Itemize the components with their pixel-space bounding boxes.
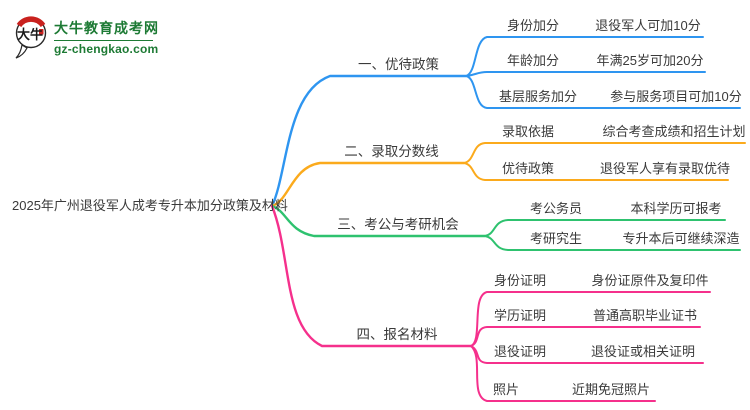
- subnode-label: 身份加分: [506, 18, 559, 33]
- subnode-label: 优待政策: [501, 161, 554, 176]
- subnode-value: 本科学历可报考: [630, 201, 722, 216]
- branch-3-lines: [270, 204, 741, 251]
- site-logo: 大牛 大牛教育成考网 gz-chengkao.com: [12, 13, 172, 63]
- subnode-label: 照片: [492, 382, 519, 397]
- logo-badge-icon: 大牛: [15, 16, 47, 59]
- branch-3-label: 三、考公与考研机会: [337, 217, 459, 232]
- site-name: 大牛教育成考网: [54, 20, 159, 36]
- logo-badge-text: 大牛: [17, 27, 43, 42]
- site-url: gz-chengkao.com: [54, 42, 159, 56]
- subnode-label: 基层服务加分: [498, 89, 577, 104]
- subnode-label: 考公务员: [529, 201, 582, 216]
- branch-1-lines: [270, 36, 741, 208]
- subnode-value: 退役证或相关证明: [590, 344, 695, 359]
- subnode-label: 年龄加分: [506, 53, 559, 68]
- subnode-value: 普通高职毕业证书: [592, 308, 697, 323]
- subnode-value: 退役军人可加10分: [595, 18, 701, 33]
- root-node: 2025年广州退役军人成考专升本加分政策及材料: [12, 198, 288, 213]
- subnode-value: 近期免冠照片: [571, 382, 650, 397]
- logo-divider: [54, 40, 153, 41]
- branch-4-label: 四、报名材料: [356, 327, 438, 342]
- subnode-value: 参与服务项目可加10分: [610, 89, 742, 104]
- subnode-value: 身份证原件及复印件: [591, 273, 709, 288]
- branch-1-label: 一、优待政策: [358, 57, 439, 72]
- subnode-label: 退役证明: [493, 344, 546, 359]
- subnode-value: 年满25岁可加20分: [596, 53, 704, 68]
- branch-4-lines: [270, 204, 711, 402]
- subnode-value: 综合考查成绩和招生计划: [602, 124, 746, 139]
- subnode-value: 专升本后可继续深造: [622, 231, 740, 246]
- branch-2-label: 二、录取分数线: [344, 144, 439, 159]
- subnode-value: 退役军人享有录取优待: [599, 161, 730, 176]
- subnode-label: 学历证明: [493, 308, 546, 323]
- subnode-label: 录取依据: [501, 124, 554, 139]
- subnode-label: 考研究生: [529, 231, 582, 246]
- branch-2-lines: [270, 142, 746, 208]
- subnode-label: 身份证明: [493, 273, 546, 288]
